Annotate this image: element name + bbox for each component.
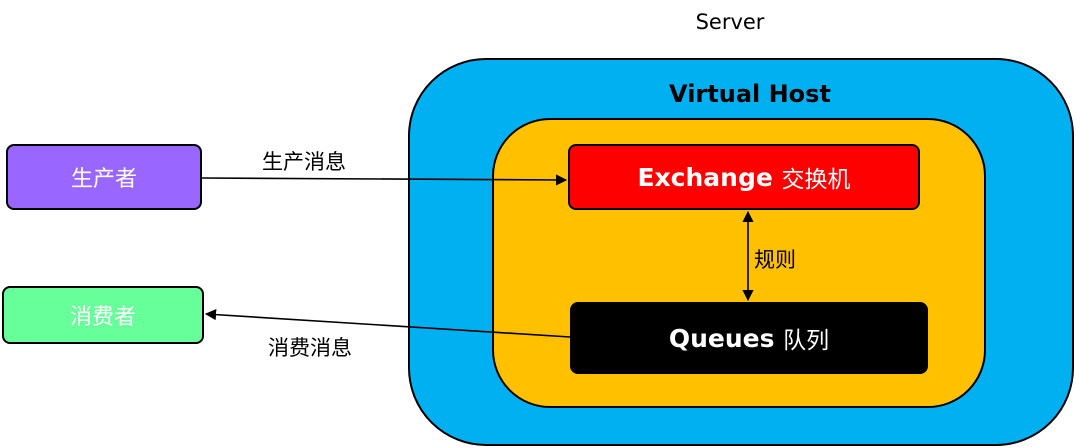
consumer-node: 消费者 (2, 286, 204, 344)
producer-node: 生产者 (6, 144, 202, 210)
exchange-name: Exchange (637, 162, 773, 192)
queue-node: Queues 队列 (570, 302, 928, 374)
queue-cn-label: 队列 (783, 328, 830, 354)
consumer-label: 消费者 (69, 305, 136, 330)
exchange-node: Exchange 交换机 (568, 144, 920, 210)
consume-message-label: 消费消息 (268, 336, 352, 360)
queue-name: Queues (668, 323, 775, 353)
consume-arrow (204, 309, 571, 338)
virtual-host-title: Virtual Host (669, 80, 831, 108)
produce-message-label: 生产消息 (262, 150, 346, 174)
rule-label: 规则 (754, 248, 796, 272)
server-label: Server (695, 10, 765, 34)
produce-arrow (201, 174, 568, 186)
exchange-cn-label: 交换机 (781, 167, 851, 193)
producer-label: 生产者 (70, 167, 137, 192)
